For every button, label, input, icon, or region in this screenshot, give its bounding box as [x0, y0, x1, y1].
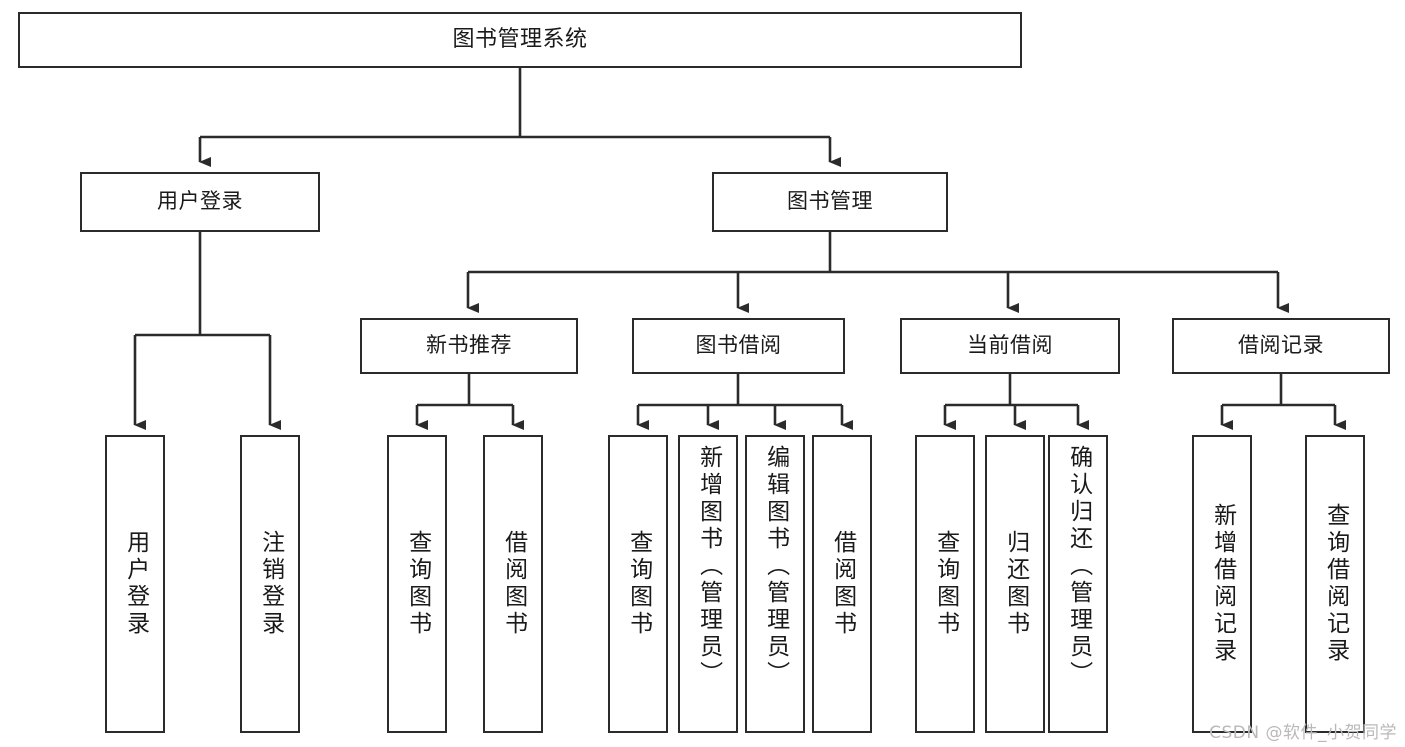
node-label: 用户登录 — [157, 189, 243, 214]
node-label: 注销登录 — [257, 530, 284, 638]
node-label: 当前借阅 — [967, 333, 1053, 358]
node-label: 确认归还（管理员） — [1065, 445, 1092, 688]
node-label: 查询图书 — [932, 530, 959, 638]
node-label: 图书管理 — [787, 189, 873, 214]
node-leaf-query-book-recommend[interactable]: 查询图书 — [387, 435, 447, 733]
node-book-borrow[interactable]: 图书借阅 — [632, 318, 845, 374]
node-label: 借阅图书 — [500, 530, 527, 638]
node-label: 新增借阅记录 — [1209, 503, 1236, 665]
node-root-system[interactable]: 图书管理系统 — [18, 12, 1022, 68]
node-leaf-borrow-book-recommend[interactable]: 借阅图书 — [483, 435, 543, 733]
node-label: 借阅图书 — [829, 530, 856, 638]
node-current-borrow[interactable]: 当前借阅 — [900, 318, 1120, 374]
node-label: 用户登录 — [122, 530, 149, 638]
node-leaf-query-borrow-record[interactable]: 查询借阅记录 — [1305, 435, 1365, 733]
node-leaf-confirm-return[interactable]: 确认归还（管理员） — [1048, 435, 1108, 733]
node-leaf-query-book-borrow[interactable]: 查询图书 — [608, 435, 668, 733]
node-label: 查询借阅记录 — [1322, 503, 1349, 665]
node-borrow-record[interactable]: 借阅记录 — [1172, 318, 1390, 374]
node-label: 图书借阅 — [695, 333, 782, 358]
node-leaf-user-login[interactable]: 用户登录 — [105, 435, 165, 733]
node-label: 归还图书 — [1002, 530, 1029, 638]
node-leaf-query-book-current[interactable]: 查询图书 — [915, 435, 975, 733]
node-leaf-edit-book[interactable]: 编辑图书（管理员） — [745, 435, 805, 733]
node-leaf-logout[interactable]: 注销登录 — [240, 435, 300, 733]
csdn-watermark: CSDN @软件_小贺同学 — [1209, 723, 1397, 743]
node-label: 查询图书 — [625, 530, 652, 638]
node-leaf-return-book[interactable]: 归还图书 — [985, 435, 1045, 733]
node-label: 新增图书（管理员） — [695, 445, 722, 688]
node-user-login[interactable]: 用户登录 — [80, 172, 320, 232]
node-leaf-add-borrow-record[interactable]: 新增借阅记录 — [1192, 435, 1252, 733]
node-book-manage[interactable]: 图书管理 — [712, 172, 948, 232]
node-label: 编辑图书（管理员） — [762, 445, 789, 688]
node-label: 借阅记录 — [1238, 333, 1324, 358]
node-label: 新书推荐 — [426, 333, 512, 358]
node-leaf-add-book[interactable]: 新增图书（管理员） — [678, 435, 738, 733]
node-leaf-borrow-book[interactable]: 借阅图书 — [812, 435, 872, 733]
node-label: 查询图书 — [404, 530, 431, 638]
node-label: 图书管理系统 — [452, 26, 588, 52]
node-new-book-recommend[interactable]: 新书推荐 — [360, 318, 578, 374]
